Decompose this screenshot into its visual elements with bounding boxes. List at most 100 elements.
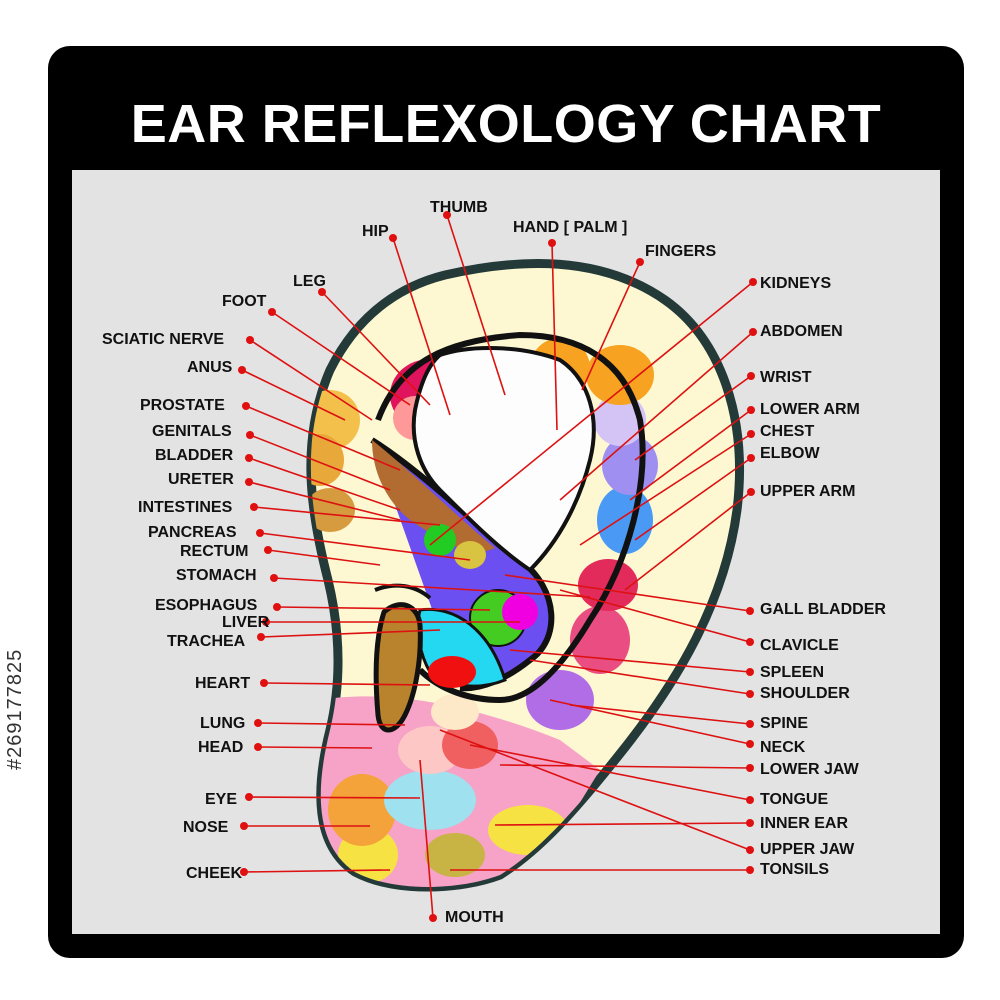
leader-dot-tongue bbox=[746, 796, 754, 804]
leader-dot-inner-ear bbox=[746, 819, 754, 827]
leader-line-anus bbox=[241, 369, 346, 421]
leader-dot-bladder bbox=[245, 454, 253, 462]
label-spleen: SPLEEN bbox=[760, 664, 824, 681]
leader-dot-trachea bbox=[257, 633, 265, 641]
leader-line-intestines bbox=[253, 506, 441, 526]
label-upper-jaw: UPPER JAW bbox=[760, 841, 855, 858]
leader-line-leg bbox=[321, 291, 431, 406]
label-neck: NECK bbox=[760, 739, 806, 756]
leader-line-esophagus bbox=[276, 606, 491, 611]
label-gall-bladder: GALL BLADDER bbox=[760, 601, 886, 618]
label-cheek: CHEEK bbox=[186, 865, 242, 882]
leader-line-spleen bbox=[509, 649, 751, 673]
leader-dot-cheek bbox=[240, 868, 248, 876]
leader-dot-prostate bbox=[242, 402, 250, 410]
leader-line-upper-arm bbox=[624, 491, 752, 591]
label-rectum: RECTUM bbox=[180, 543, 248, 560]
leader-line-hip bbox=[392, 237, 451, 416]
leader-line-inner-ear bbox=[494, 822, 751, 826]
leader-line-wrist bbox=[634, 375, 752, 461]
label-ureter: URETER bbox=[168, 471, 234, 488]
label-fingers: FINGERS bbox=[645, 243, 716, 260]
leader-line-tongue bbox=[469, 744, 751, 801]
label-liver: LIVER bbox=[222, 614, 270, 631]
leader-line-abdomen bbox=[559, 331, 754, 501]
label-genitals: GENITALS bbox=[152, 423, 232, 440]
leader-dot-lower-jaw bbox=[746, 764, 754, 772]
label-prostate: PROSTATE bbox=[140, 397, 225, 414]
leader-line-clavicle bbox=[559, 589, 751, 643]
leader-dot-esophagus bbox=[273, 603, 281, 611]
label-lung: LUNG bbox=[200, 715, 245, 732]
chart-title: EAR REFLEXOLOGY CHART bbox=[130, 94, 882, 154]
label-upper-arm: UPPER ARM bbox=[760, 483, 855, 500]
label-elbow: ELBOW bbox=[760, 445, 820, 462]
leader-dot-head bbox=[254, 743, 262, 751]
label-heart: HEART bbox=[195, 675, 250, 692]
label-hip: HIP bbox=[362, 223, 389, 240]
leader-line-mouth bbox=[419, 759, 434, 919]
label-esophagus: ESOPHAGUS bbox=[155, 597, 258, 614]
label-spine: SPINE bbox=[760, 715, 808, 732]
leader-dot-spine bbox=[746, 720, 754, 728]
leader-dot-gall-bladder bbox=[746, 607, 754, 615]
label-foot: FOOT bbox=[222, 293, 267, 310]
leader-dot-nose bbox=[240, 822, 248, 830]
leader-line-foot bbox=[271, 311, 411, 406]
label-tonsils: TONSILS bbox=[760, 861, 829, 878]
leader-line-trachea bbox=[260, 629, 441, 638]
leader-dot-stomach bbox=[270, 574, 278, 582]
leader-line-genitals bbox=[249, 434, 391, 491]
ear-shape bbox=[306, 259, 744, 892]
leader-dot-thumb bbox=[443, 211, 451, 219]
leader-dot-ureter bbox=[245, 478, 253, 486]
label-hand-palm: HAND [ PALM ] bbox=[513, 219, 627, 236]
label-kidneys: KIDNEYS bbox=[760, 275, 831, 292]
label-pancreas: PANCREAS bbox=[148, 524, 237, 541]
label-nose: NOSE bbox=[183, 819, 229, 836]
leader-line-neck bbox=[549, 699, 751, 745]
leader-dot-tonsils bbox=[746, 866, 754, 874]
leader-dot-eye bbox=[245, 793, 253, 801]
leader-dot-fingers bbox=[636, 258, 644, 266]
label-lower-jaw: LOWER JAW bbox=[760, 761, 860, 778]
leader-dot-foot bbox=[268, 308, 276, 316]
leader-dot-liver bbox=[262, 618, 270, 626]
leader-line-sciatic-nerve bbox=[249, 339, 373, 421]
label-inner-ear: INNER EAR bbox=[760, 815, 848, 832]
leader-line-chest bbox=[579, 433, 752, 546]
leader-dot-anus bbox=[238, 366, 246, 374]
label-shoulder: SHOULDER bbox=[760, 685, 850, 702]
label-eye: EYE bbox=[205, 791, 237, 808]
leader-line-prostate bbox=[245, 405, 401, 471]
leader-dot-shoulder bbox=[746, 690, 754, 698]
leader-dot-upper-jaw bbox=[746, 846, 754, 854]
label-wrist: WRIST bbox=[760, 369, 812, 386]
leader-dot-chest bbox=[747, 430, 755, 438]
leader-dot-hip bbox=[389, 234, 397, 242]
label-bladder: BLADDER bbox=[155, 447, 234, 464]
leader-line-hand-palm bbox=[551, 242, 558, 431]
leader-dot-mouth bbox=[429, 914, 437, 922]
leader-line-heart bbox=[263, 682, 431, 686]
leader-line-upper-jaw bbox=[439, 729, 751, 851]
label-mouth: MOUTH bbox=[445, 909, 504, 926]
leader-line-elbow bbox=[634, 457, 752, 541]
leader-line-ureter bbox=[248, 481, 401, 521]
leader-line-fingers bbox=[581, 261, 641, 391]
leader-line-stomach bbox=[273, 577, 591, 598]
leader-line-rectum bbox=[267, 549, 381, 566]
leader-line-kidneys bbox=[429, 281, 754, 546]
label-sciatic-nerve: SCIATIC NERVE bbox=[102, 331, 224, 348]
leader-line-pancreas bbox=[259, 532, 471, 561]
label-leg: LEG bbox=[293, 273, 326, 290]
leader-line-eye bbox=[248, 796, 421, 799]
leader-line-head bbox=[257, 746, 373, 749]
leader-dot-clavicle bbox=[746, 638, 754, 646]
leader-dot-abdomen bbox=[749, 328, 757, 336]
leader-dot-upper-arm bbox=[747, 488, 755, 496]
label-abdomen: ABDOMEN bbox=[760, 323, 843, 340]
leader-line-thumb bbox=[446, 214, 506, 396]
